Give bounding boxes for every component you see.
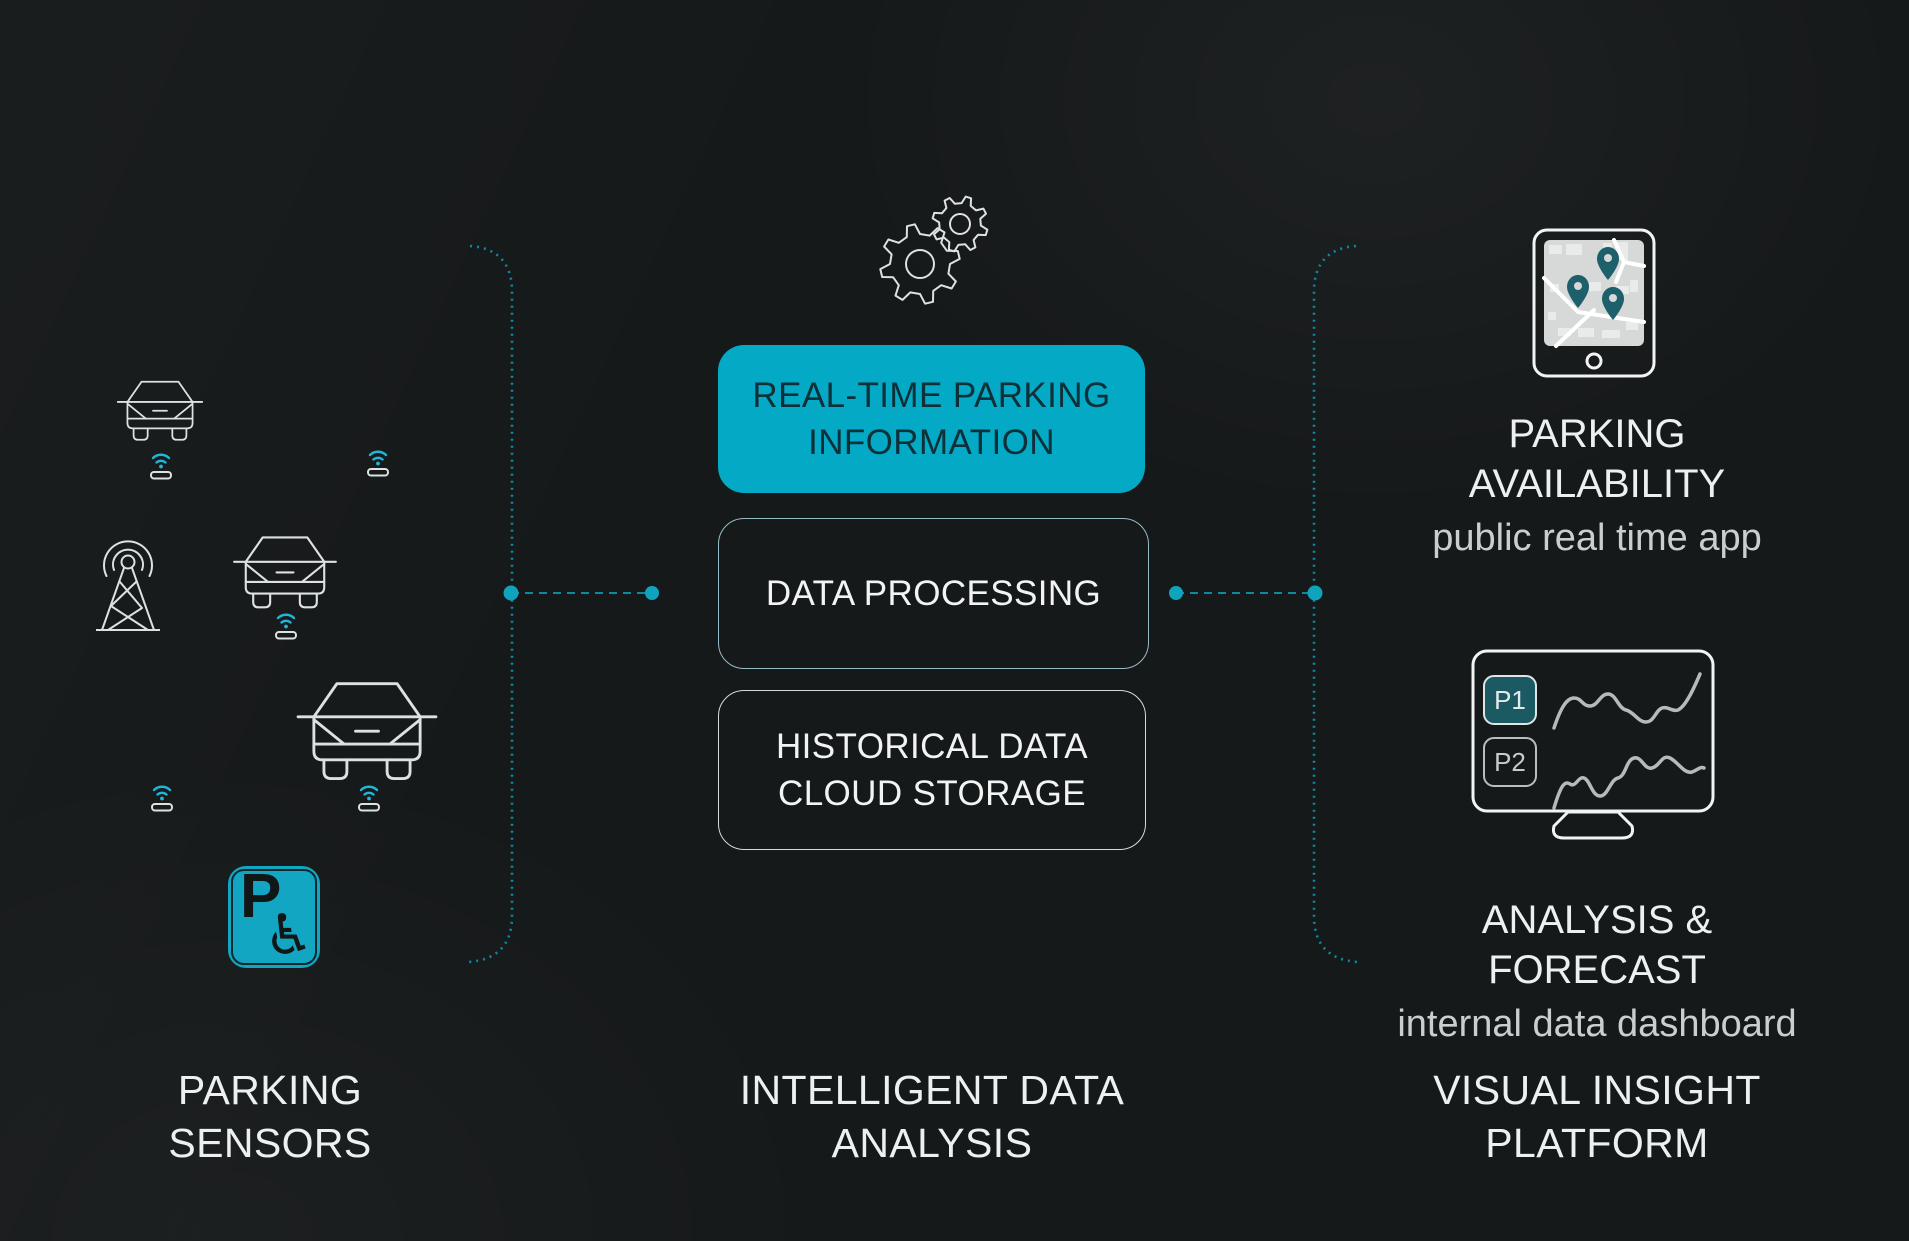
flow-box-label: HISTORICAL DATA CLOUD STORAGE — [776, 726, 1088, 813]
left-bracket — [467, 244, 514, 964]
monitor-charts-icon: P1 P2 — [1471, 649, 1715, 840]
flow-box-label: DATA PROCESSING — [765, 573, 1102, 613]
map-streets — [1542, 238, 1646, 348]
map-pins — [1567, 247, 1624, 320]
parking-sensor-icon — [273, 610, 299, 640]
flow-box-historical-data-cloud-storage: HISTORICAL DATA CLOUD STORAGE — [718, 690, 1146, 850]
flow-box-realtime-parking-information: REAL-TIME PARKING INFORMATION — [718, 345, 1145, 493]
svg-text:P1: P1 — [1494, 685, 1526, 715]
svg-text:P2: P2 — [1494, 747, 1526, 777]
monitor-stand — [1552, 810, 1634, 840]
trend-lines — [1552, 672, 1706, 810]
flow-box-data-processing: DATA PROCESSING — [718, 518, 1149, 669]
dashboard-subtitle: internal data dashboard — [1397, 1003, 1797, 1046]
wheelchair-icon: ♿ — [263, 903, 314, 968]
parking-sensor-icon — [365, 447, 391, 477]
dashboard-title: ANALYSIS & FORECAST — [1481, 898, 1713, 992]
accessible-parking-sign: P ♿ — [228, 866, 320, 968]
parking-sensor-icon — [356, 782, 382, 812]
right-bracket — [1312, 244, 1359, 964]
connector-dots — [503, 585, 1323, 601]
car-icon — [116, 378, 204, 447]
tablet-map-icon — [1532, 228, 1656, 378]
badge-p2: P2 — [1483, 737, 1537, 787]
car-icon — [295, 678, 439, 790]
parking-sensor-icon — [148, 450, 174, 480]
parking-letter: P — [240, 862, 282, 931]
dashboard-text-block: ANALYSIS & FORECAST internal data dashbo… — [1397, 896, 1797, 1046]
right-column-caption: VISUAL INSIGHT PLATFORM — [1433, 1067, 1761, 1167]
app-text-block: PARKING AVAILABILITY public real time ap… — [1397, 410, 1797, 560]
car-icon — [232, 533, 338, 616]
app-title: PARKING AVAILABILITY — [1468, 412, 1726, 506]
gears-icon — [879, 195, 989, 305]
radio-tower-icon — [96, 536, 160, 638]
left-column-caption: PARKING SENSORS — [168, 1067, 372, 1167]
home-button — [1585, 352, 1603, 370]
parking-sensor-icon — [149, 782, 175, 812]
app-subtitle: public real time app — [1432, 517, 1762, 560]
flow-box-label: REAL-TIME PARKING INFORMATION — [752, 375, 1111, 462]
center-column-caption: INTELLIGENT DATA ANALYSIS — [739, 1067, 1125, 1167]
badge-p1: P1 — [1483, 675, 1537, 725]
